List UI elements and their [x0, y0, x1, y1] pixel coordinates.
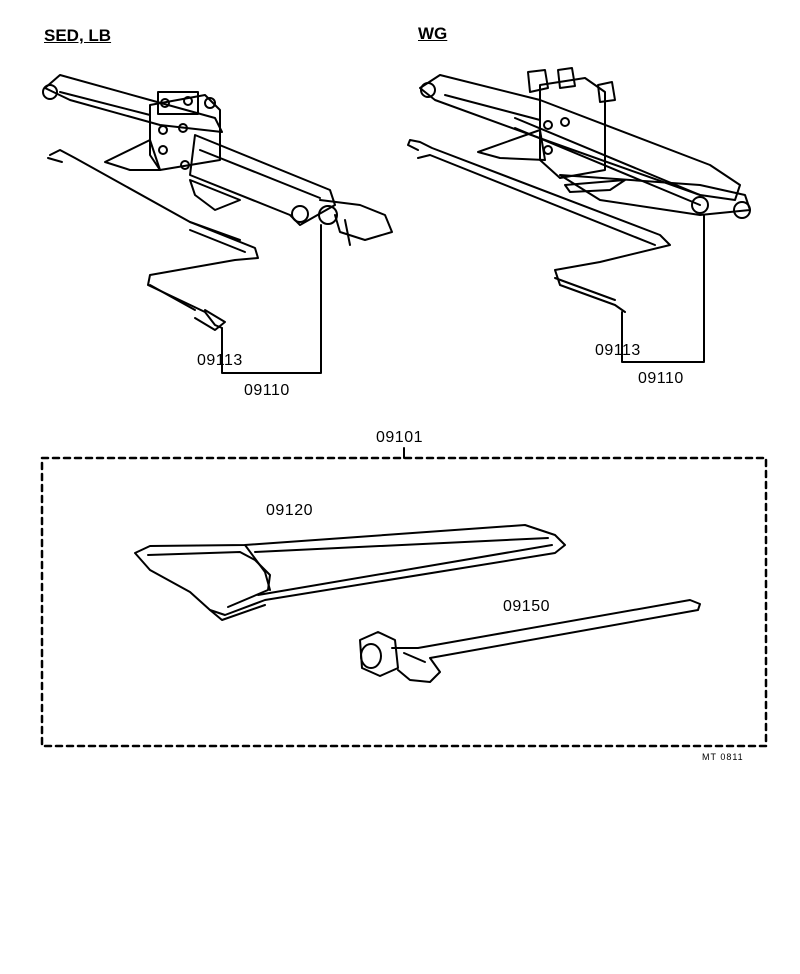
- tool-bag-part-number: 09120: [266, 502, 313, 519]
- header-wg: WG: [418, 24, 448, 43]
- footer-code: MT 0811: [702, 752, 744, 762]
- left-handle-part-number: 09113: [197, 352, 243, 369]
- header-sed-lb: SED, LB: [44, 26, 112, 45]
- kit-set-part-number: 09101: [376, 429, 423, 446]
- scissor-jack-icon: [419, 67, 751, 219]
- right-handle-leader: [621, 214, 705, 363]
- lug-wrench-icon: [359, 599, 701, 683]
- left-handle-leader: [221, 224, 322, 374]
- jack-handle-icon: [407, 139, 671, 313]
- left-jack-part-number: 09110: [244, 382, 290, 399]
- jack-handle-icon: [47, 149, 259, 331]
- tool-bag-icon: [134, 524, 566, 621]
- lug-wrench-part-number: 09150: [503, 598, 550, 615]
- right-handle-part-number: 09113: [595, 342, 641, 359]
- scissor-jack-icon: [42, 74, 393, 246]
- right-jack-part-number: 09110: [638, 370, 684, 387]
- kit-outline: [40, 456, 768, 748]
